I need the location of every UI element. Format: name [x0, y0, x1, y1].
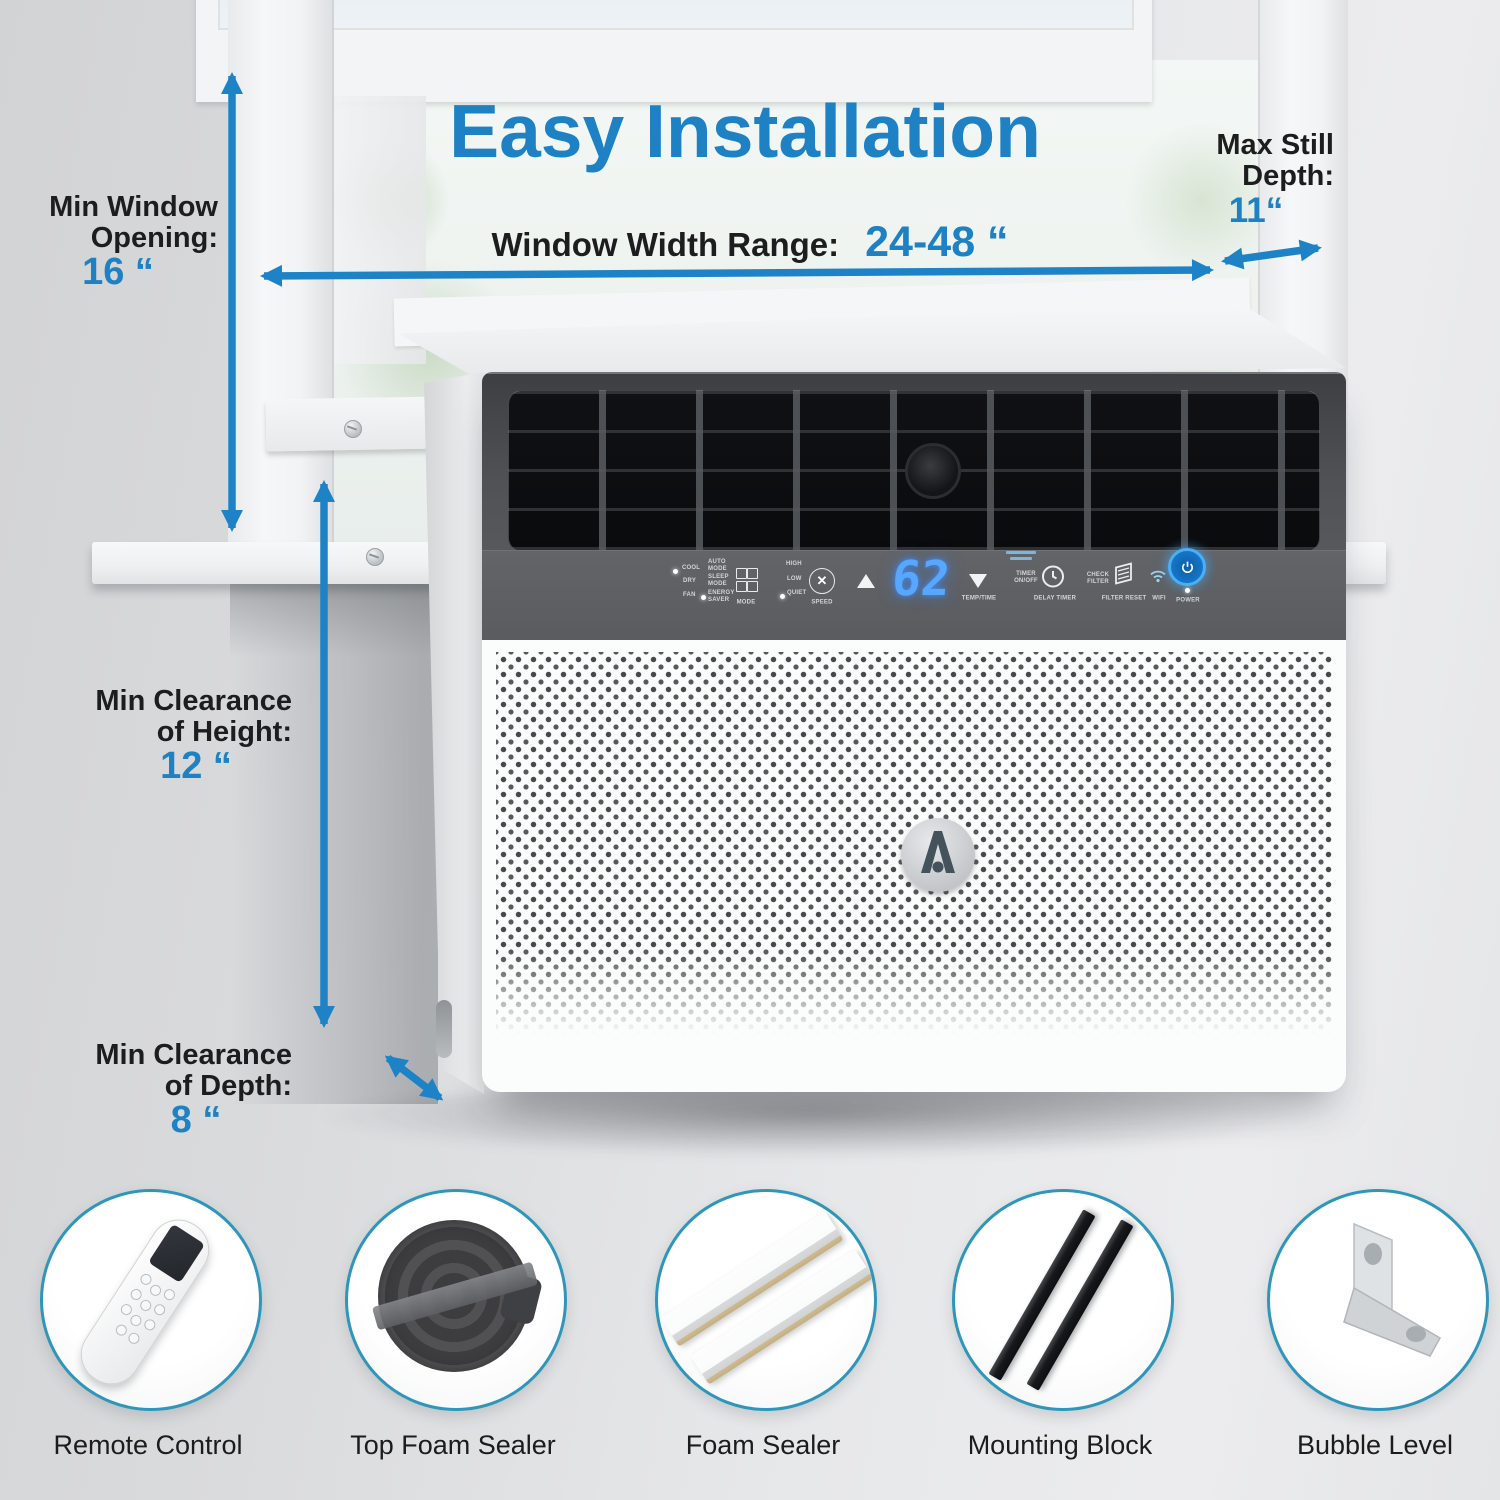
ac-front-face — [482, 372, 1346, 1092]
ac-top-bezel — [482, 372, 1346, 650]
min-clearance-depth-line1: Min Clearance — [95, 1039, 292, 1071]
bracket-image — [1343, 1222, 1442, 1357]
wifi-label: WIFI — [1152, 595, 1166, 602]
mode-label-dry: DRY — [683, 578, 697, 584]
window-width-arrow — [260, 259, 1214, 287]
accessory-label: Remote Control — [53, 1430, 243, 1460]
remote-screen — [148, 1223, 206, 1283]
speed-button-label: SPEED — [811, 599, 833, 606]
min-clearance-depth-callout: Min Clearance of Depth: 8 “ — [60, 1039, 292, 1141]
quiet-led — [780, 594, 785, 599]
timer-onoff-label: TIMER ON/OFF — [1014, 571, 1038, 584]
cool-led — [673, 569, 678, 574]
accessory-mounting-block — [952, 1189, 1174, 1411]
energy-saver-led — [701, 595, 706, 600]
speed-label-low: LOW — [787, 576, 802, 582]
brand-logo-glyph — [921, 831, 955, 873]
max-still-depth-callout: Max Still Depth: 11“ — [1178, 129, 1334, 230]
accessory-label: Bubble Level — [1296, 1430, 1454, 1460]
window-width-value: 24-48 “ — [865, 218, 1009, 266]
min-clearance-depth-value: 8 “ — [170, 1099, 222, 1141]
accessory-label: Mounting Block — [967, 1430, 1153, 1460]
screw-icon — [366, 548, 384, 566]
accessory-remote-control — [40, 1189, 262, 1411]
min-clearance-depth-line2: of Depth: — [164, 1070, 292, 1102]
power-button[interactable] — [1168, 548, 1206, 586]
delay-timer-label: DELAY TIMER — [1033, 595, 1077, 602]
mode-label-auto: AUTO MODE — [708, 559, 727, 572]
power-label: POWER — [1176, 597, 1200, 604]
filter-reset-label: FILTER RESET — [1101, 595, 1147, 602]
accessory-label: Top Foam Sealer — [350, 1430, 556, 1460]
vent-knob — [905, 443, 961, 499]
ac-side-vent-hole — [436, 1000, 452, 1058]
window-width-label: Window Width Range: — [491, 226, 840, 263]
page-title: Easy Installation — [449, 89, 1041, 173]
min-clearance-height-callout: Min Clearance of Height: 12 “ — [60, 685, 292, 787]
brand-logo — [901, 818, 975, 892]
wifi-note — [1006, 551, 1036, 554]
speed-label-quiet: QUIET — [787, 590, 807, 596]
ac-air-vent — [508, 390, 1320, 552]
power-icon — [1181, 561, 1193, 573]
temp-time-label: TEMP/TIME — [961, 595, 997, 602]
min-window-opening-callout: Min Window Opening: 16 “ — [18, 191, 218, 293]
max-still-depth-line2: Depth: — [1242, 160, 1334, 192]
fan-speed-icon[interactable]: ✕ — [809, 568, 835, 594]
accessory-bubble-level — [1267, 1189, 1489, 1411]
filter-reset-button[interactable] — [1110, 561, 1136, 592]
min-clearance-height-line1: Min Clearance — [95, 685, 292, 717]
window-upper-sash — [196, 0, 1152, 102]
temp-up-button[interactable] — [857, 574, 875, 588]
temp-down-button[interactable] — [969, 574, 987, 588]
mode-label-energy-saver: ENERGY SAVER — [708, 590, 735, 603]
mode-label-sleep: SLEEP MODE — [708, 574, 729, 587]
wifi-icon — [1149, 569, 1167, 588]
speed-label-high: HIGH — [786, 561, 802, 567]
accessory-label: Foam Sealer — [685, 1430, 841, 1460]
mode-label-cool: COOL — [682, 565, 701, 571]
accessory-top-foam-sealer — [345, 1189, 567, 1411]
delay-timer-button[interactable] — [1041, 565, 1065, 594]
mode-button-label: MODE — [736, 599, 756, 606]
min-window-opening-value: 16 “ — [82, 251, 154, 293]
wifi-note — [1010, 557, 1032, 560]
max-still-depth-line1: Max Still — [1216, 129, 1334, 161]
accessory-foam-sealer — [655, 1189, 877, 1411]
min-window-opening-line2: Opening: — [90, 222, 218, 254]
mode-label-fan: FAN — [683, 592, 696, 598]
clock-icon — [1042, 565, 1064, 588]
screw-icon — [344, 420, 362, 438]
max-still-depth-value: 11“ — [1228, 191, 1284, 230]
min-clearance-height-line2: of Height: — [156, 716, 292, 748]
check-filter-label: CHECK FILTER — [1086, 572, 1110, 585]
filter-icon — [1115, 562, 1132, 585]
ac-unit-shadow — [310, 1082, 1320, 1160]
min-window-opening-line1: Min Window — [49, 191, 218, 223]
window-width-range: Window Width Range: 24-48 “ — [430, 218, 1070, 267]
upper-sash-glass — [218, 0, 1134, 30]
min-clearance-height-value: 12 “ — [160, 745, 232, 787]
power-led — [1185, 588, 1190, 593]
max-still-depth-arrow — [1221, 239, 1322, 270]
mode-button-icon[interactable] — [736, 568, 758, 592]
min-clearance-depth-arrow — [384, 1055, 444, 1101]
remote-control-image — [69, 1208, 221, 1396]
